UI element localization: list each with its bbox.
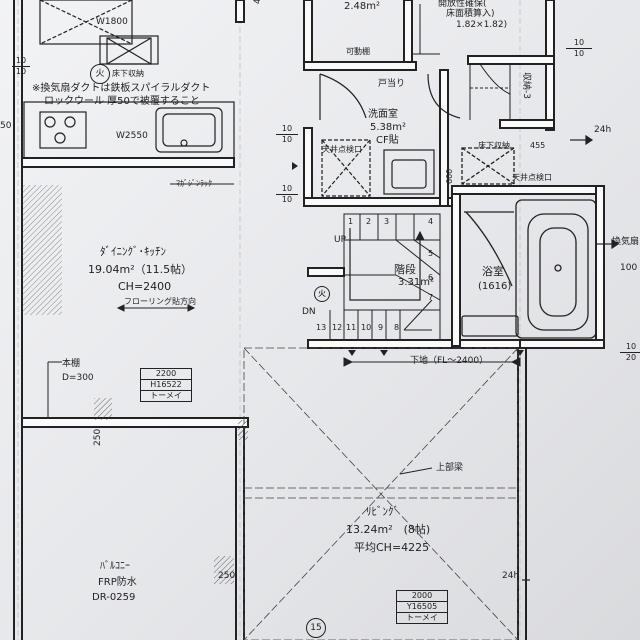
ventilation-fan-label: 換気扇 — [612, 237, 640, 247]
bath-fixtures — [461, 147, 597, 339]
dim-50-label: 50 — [0, 121, 12, 131]
storage-3-label: 収納-3 — [521, 72, 531, 99]
tag-15: 15 — [306, 618, 326, 638]
w2550-label: W2550 — [116, 131, 148, 141]
stairs-name: 階段 — [394, 263, 416, 276]
stair-num-7: 7 — [428, 293, 434, 302]
openable-note-1: 開放性確保( — [438, 0, 487, 9]
stairs-up-label: UP — [334, 235, 347, 245]
dim-600-label: 600 — [445, 168, 454, 184]
shitaji-label: 下地（FL～2400） — [410, 356, 489, 366]
vent-arrows — [522, 134, 620, 581]
vent-24h-top: 24h — [594, 125, 612, 135]
washroom-ceiling-inspection: 天井点検口 — [322, 145, 362, 154]
bath-underfloor-storage: 床下収納 — [478, 141, 510, 150]
stair-num-2: 2 — [366, 217, 372, 226]
living-ch: 平均CH=4225 — [354, 541, 430, 554]
upper-beam-label: 上部梁 — [436, 463, 464, 473]
stair-num-8: 8 — [394, 323, 400, 332]
stair-num-12: 12 — [332, 323, 343, 332]
kitchen-counter — [23, 0, 235, 159]
bookshelf-depth-label: D=300 — [62, 373, 94, 383]
stairs-drawing — [329, 213, 441, 341]
fire-mark-stairs: 火 — [314, 286, 330, 302]
stair-num-5: 5 — [428, 249, 434, 258]
dining-hatching — [22, 185, 234, 584]
magazine-rack-label: ﾏｶﾞｼﾞﾝﾗｯｸ — [176, 179, 212, 188]
living-window-box: 2000 Y16505 トーメイ — [396, 590, 448, 624]
living-name: ﾘﾋﾞﾝｸﾞ — [366, 505, 399, 518]
w1800-label: W1800 — [96, 17, 128, 27]
bath-name: 浴室 — [482, 265, 504, 278]
washroom-area: 5.38m² — [370, 122, 407, 133]
dim-455-top: 455 — [253, 0, 263, 4]
vent-note-2: ロックウール 厚50で被覆すること — [44, 96, 200, 107]
dim-100-label: 100 — [620, 263, 638, 273]
balcony-drain: DR-0259 — [92, 592, 136, 603]
stair-num-9: 9 — [378, 323, 384, 332]
stair-num-13: 13 — [316, 323, 327, 332]
stair-num-11: 11 — [346, 323, 357, 332]
stair-num-1: 1 — [348, 217, 354, 226]
openable-note-2: 床面積算入) — [446, 9, 495, 19]
grid-lines — [17, 0, 521, 640]
bath-size: (1616) — [478, 281, 512, 292]
vent-24h-living: 24h — [502, 571, 520, 581]
flooring-direction-label: フローリング貼方向 — [124, 297, 196, 306]
stair-markers — [292, 162, 524, 356]
balcony-name: ﾊﾞﾙｺﾆｰ — [100, 561, 130, 572]
bath-ceiling-inspection: 天井点検口 — [512, 173, 552, 182]
fire-mark-kitchen: 火 — [90, 64, 110, 84]
stairs-dn-label: DN — [302, 307, 316, 317]
stair-num-3: 3 — [384, 217, 390, 226]
dim-250-dining: 250 — [93, 428, 103, 446]
vent-note-1: ※換気扇ダクトは鉄板スパイラルダクト — [32, 83, 211, 94]
dining-ch-label: CH=2400 — [118, 280, 172, 293]
stair-num-6: 6 — [428, 273, 434, 282]
dining-area-label: 19.04m²（11.5帖） — [88, 263, 193, 276]
dining-kitchen-label: ﾀﾞｲﾆﾝｸﾞ･ｷｯﾁﾝ — [100, 245, 166, 258]
dim-455-bath: 455 — [530, 141, 546, 150]
underfloor-storage-kitchen: 床下収納 — [112, 69, 144, 78]
openable-note-3: 1.82×1.82) — [456, 20, 508, 30]
bookshelf-label: 本棚 — [62, 359, 81, 369]
stairs-area: 3.31m² — [398, 277, 435, 288]
storage-details — [412, 4, 511, 120]
shitaji-line — [343, 357, 521, 367]
area-248-label: 2.48m² — [344, 1, 381, 12]
flooring-arrow — [116, 304, 196, 312]
washroom-fixtures — [319, 73, 461, 197]
dining-window-box: 2200 H16522 トーメイ — [140, 368, 192, 402]
door-stop-label: 戸当り — [378, 79, 406, 89]
stair-num-4: 4 — [428, 217, 434, 226]
living-void-lines — [243, 347, 519, 640]
washroom-name: 洗面室 — [368, 109, 398, 120]
living-area: 13.24m² (8帖) — [346, 523, 431, 536]
dim-250-balcony: 250 — [218, 571, 236, 581]
stair-num-10: 10 — [361, 323, 372, 332]
washroom-finish: CF貼 — [376, 135, 399, 146]
balcony-waterproof: FRP防水 — [98, 577, 137, 588]
movable-shelf-label: 可動棚 — [346, 47, 370, 56]
